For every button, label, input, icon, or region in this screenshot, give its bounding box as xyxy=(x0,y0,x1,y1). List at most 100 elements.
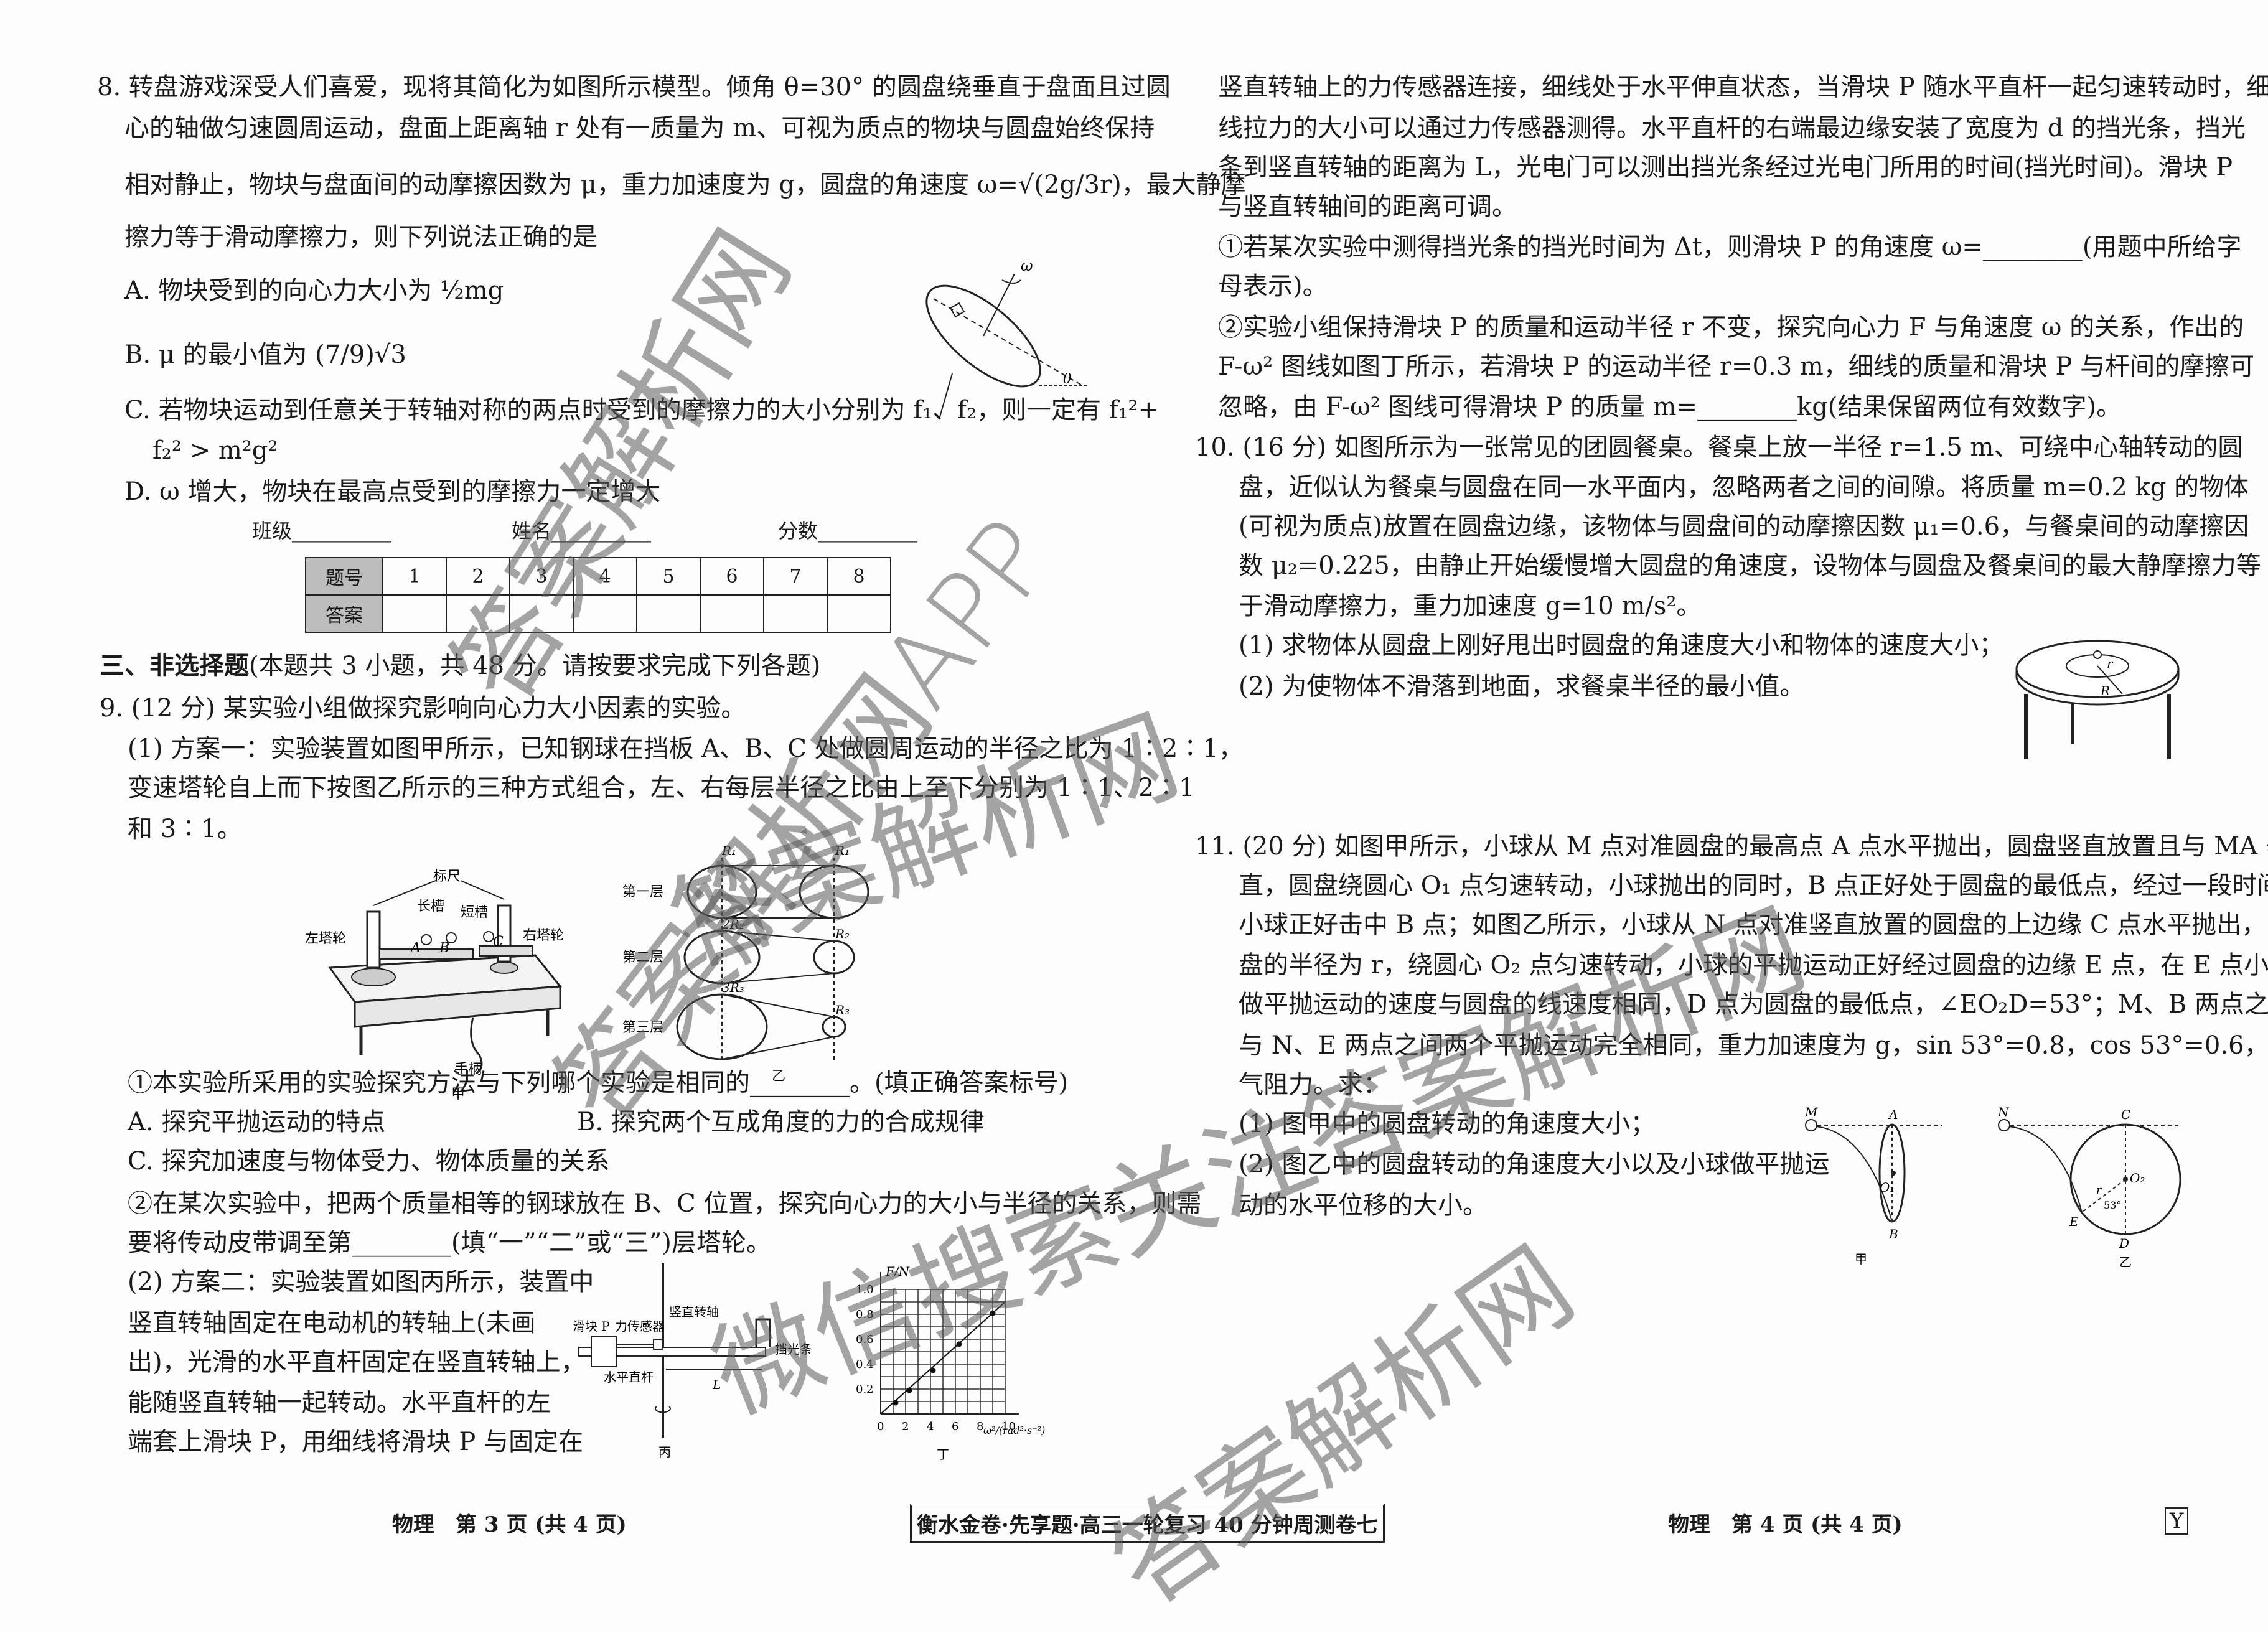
q9-line: 能随竖直转轴一起转动。水平直杆的左 xyxy=(128,1388,551,1417)
r3-left-label: 3R₃ xyxy=(722,980,744,995)
q9-line: 出)，光滑的水平直杆固定在竖直转轴上， xyxy=(128,1348,586,1377)
q8-line: 心的轴做匀速圆周运动，盘面上距离轴 r 处有一质量为 m、可视为质点的物块与圆盘… xyxy=(124,114,1155,143)
sensor-label: 力传感器 xyxy=(615,1319,665,1334)
figure-yi-pulleys: R₁ R₁ 2R₂ R₂ 3R₃ R₃ 第一层 第二层 第三层 乙 xyxy=(622,843,869,1084)
x-tick-label: 2 xyxy=(902,1420,909,1433)
answer-cell[interactable] xyxy=(763,594,828,633)
q10-line: 数 μ₂=0.225，由静止开始缓慢增大圆盘的角速度，设物体与圆盘及餐桌间的最大… xyxy=(1239,551,2261,580)
q9-option-b: B. 探究两个互成角度的力的合成规律 xyxy=(577,1108,985,1136)
figure-caption: 乙 xyxy=(772,1069,785,1084)
point-c-label: C xyxy=(493,934,504,950)
question-number: 4 xyxy=(573,557,637,596)
short-slot-label: 短槽 xyxy=(461,905,488,920)
answer-cell[interactable] xyxy=(446,594,510,633)
q9-line: (1) 方案一：实验装置如图甲所示，已知钢球在挡板 A、B、C 处做圆周运动的半… xyxy=(128,734,1244,763)
x-tick-label: 6 xyxy=(952,1420,958,1433)
q8-option-a: A. 物块受到的向心力大小为 ½mg xyxy=(124,276,504,305)
answer-cell[interactable] xyxy=(573,594,637,633)
r2-right-label: R₂ xyxy=(835,927,850,942)
data-point xyxy=(956,1341,962,1347)
point-o2-label: O₂ xyxy=(2130,1171,2145,1186)
left-wheel-label: 左塔轮 xyxy=(305,931,346,947)
q8-option-c: C. 若物块运动到任意关于转轴对称的两点时受到的摩擦力的大小分别为 f₁、f₂，… xyxy=(124,396,1160,424)
y-tick-label: 0.4 xyxy=(856,1358,874,1371)
q9-cont-line: 条到竖直转轴的距离为 L，光电门可以测出挡光条经过光电门所用的时间(挡光时间)。… xyxy=(1218,153,2233,182)
data-point xyxy=(906,1387,912,1393)
figure-caption: 乙 xyxy=(2119,1255,2132,1270)
q9-line: 竖直转轴固定在电动机的转轴上(未画 xyxy=(128,1309,536,1337)
q8-option-c-cont: f₂² > m²g² xyxy=(152,436,278,465)
table-header: 答案 xyxy=(305,594,383,633)
r1-left-label: R₁ xyxy=(721,843,736,858)
layer-3-label: 第三层 xyxy=(622,1020,663,1036)
answer-table: 题号 1 2 3 4 5 6 7 8 答案 xyxy=(305,557,891,633)
q11-line: 小球正好击中 B 点；如图乙所示，小球从 N 点对准竖直放置的圆盘的上边缘 C … xyxy=(1239,910,2268,939)
q9-cont-line: 线拉力的大小可以通过力传感器测得。水平直杆的右端最边缘安装了宽度为 d 的挡光条… xyxy=(1218,114,2246,143)
q10-line: (可视为质点)放置在圆盘边缘，该物体与圆盘间的动摩擦因数 μ₁=0.6，与餐桌间… xyxy=(1239,512,2249,541)
shaft-label: 竖直转轴 xyxy=(669,1304,719,1319)
figure-11-jia: M A O₁ B 甲 xyxy=(1804,1105,1942,1266)
score-field[interactable]: 分数__________ xyxy=(778,519,918,543)
answer-cell[interactable] xyxy=(700,594,764,633)
rod-label: 水平直杆 xyxy=(604,1370,654,1385)
r2-left-label: 2R₂ xyxy=(721,917,744,932)
radius-label: r xyxy=(2096,1184,2102,1197)
length-l-label: L xyxy=(712,1377,721,1392)
figure-bing-apparatus: 滑块 P 力传感器 竖直转轴 水平直杆 L 挡光条 丙 xyxy=(573,1263,812,1459)
point-b-label: B xyxy=(1888,1227,1898,1242)
data-point xyxy=(990,1310,996,1316)
question-number: 2 xyxy=(446,557,510,596)
q9-option-a: A. 探究平抛运动的特点 xyxy=(128,1108,386,1136)
q9-line: 要将传动皮带调至第________(填“一”“二”或“三”)层塔轮。 xyxy=(128,1228,771,1257)
q9-cont-line: 忽略，由 F-ω² 图线可得滑块 P 的质量 m=________kg(结果保留… xyxy=(1218,393,2122,421)
q9-cont-line: 母表示)。 xyxy=(1218,272,1328,301)
data-point xyxy=(893,1400,899,1406)
point-e-label: E xyxy=(2069,1214,2079,1229)
point-d-label: D xyxy=(2119,1236,2129,1251)
figure-caption: 甲 xyxy=(451,1087,465,1102)
figure-caption: 甲 xyxy=(1855,1252,1867,1266)
q8-option-d: D. ω 增大，物块在最高点受到的摩擦力一定增大 xyxy=(124,477,661,506)
y-tick-label: 0.6 xyxy=(856,1333,874,1346)
theta-label: θ xyxy=(1063,372,1071,387)
point-b-label: B xyxy=(439,940,449,956)
q9-line: 9. (12 分) 某实验小组做探究影响向心力大小因素的实验。 xyxy=(100,694,746,723)
q11-line: 直，圆盘绕圆心 O₁ 点匀速转动，小球抛出的同时，B 点正好处于圆盘的最低点，经… xyxy=(1239,871,2268,900)
q11-line: 动的水平位移的大小。 xyxy=(1239,1191,1488,1220)
q10-line: 盘，近似认为餐桌与圆盘在同一水平面内，忽略两者之间的间隙。将质量 m=0.2 k… xyxy=(1239,473,2249,502)
question-number: 7 xyxy=(763,557,828,596)
answer-cell[interactable] xyxy=(509,594,574,633)
q11-line: 盘的半径为 r，绕圆心 O₂ 点匀速转动，小球的平抛运动正好经过圆盘的边缘 E … xyxy=(1239,951,2268,980)
answer-cell[interactable] xyxy=(636,594,701,633)
q9-line: 端套上滑块 P，用细线将滑块 P 与固定在 xyxy=(128,1428,583,1456)
q11-line: (1) 图甲中的圆盘转动的角速度大小； xyxy=(1239,1110,1656,1138)
chart-xlabel: ω²/(rad²·s⁻²) xyxy=(983,1425,1045,1436)
q9-line: 和 3∶1。 xyxy=(128,815,242,843)
table-radius-label: R xyxy=(2100,683,2110,698)
q9-line: ①本实验所采用的实验探究方法与下列哪个实验是相同的________。(填正确答案… xyxy=(128,1069,1069,1097)
q10-line: 于滑动摩擦力，重力加速度 g=10 m/s²。 xyxy=(1239,592,1702,620)
point-a-label: A xyxy=(1888,1107,1898,1122)
q11-line: 做平抛运动的速度与圆盘的线速度相同，D 点为圆盘的最低点，∠EO₂D=53°；M… xyxy=(1239,990,2268,1019)
q10-line: 10. (16 分) 如图所示为一张常见的团圆餐桌。餐桌上放一半径 r=1.5 … xyxy=(1195,433,2243,462)
q9-cont-line: ①若某次实验中测得挡光条的挡光时间为 Δt，则滑块 P 的角速度 ω=_____… xyxy=(1218,233,2242,261)
answer-cell[interactable] xyxy=(382,594,447,633)
point-c-label: C xyxy=(2121,1107,2130,1122)
y-tick-label: 0.2 xyxy=(856,1383,874,1396)
name-field[interactable]: 姓名__________ xyxy=(512,519,652,543)
r3-right-label: R₃ xyxy=(835,1003,850,1018)
y-tick-label: 1.0 xyxy=(856,1283,874,1296)
q9-cont-line: 与竖直转轴间的距离可调。 xyxy=(1218,192,1517,221)
r1-right-label: R₁ xyxy=(835,843,850,858)
section-note: (本题共 3 小题，共 48 分。请按要求完成下列各题) xyxy=(249,652,821,680)
figure-caption: 丁 xyxy=(937,1447,949,1462)
q9-line: (2) 方案二：实验装置如图丙所示，装置中 xyxy=(128,1268,594,1296)
class-field[interactable]: 班级__________ xyxy=(252,519,392,543)
figure-11-yi: N C O₂ r 53° E D 乙 xyxy=(1997,1105,2181,1270)
q11-line: 11. (20 分) 如图甲所示，小球从 M 点对准圆盘的最高点 A 点水平抛出… xyxy=(1195,832,2268,861)
answer-cell[interactable] xyxy=(827,594,891,633)
question-number: 6 xyxy=(700,557,764,596)
q10-line: (1) 求物体从圆盘上刚好甩出时圆盘的角速度大小和物体的速度大小； xyxy=(1239,631,2004,660)
q9-cont-line: ②实验小组保持滑块 P 的质量和运动半径 r 不变，探究向心力 F 与角速度 ω… xyxy=(1218,313,2244,342)
version-mark: Y xyxy=(2165,1507,2189,1535)
